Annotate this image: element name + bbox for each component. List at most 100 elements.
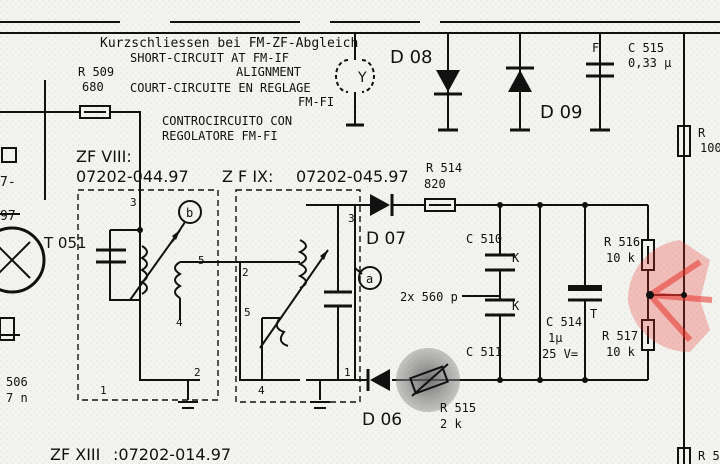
t051-label: T 051	[43, 234, 87, 252]
zf9-tuning-arrow	[259, 249, 329, 349]
c511-ref: C 511	[466, 345, 502, 359]
d09-label: D 09	[540, 102, 583, 123]
junction-dot	[681, 292, 687, 298]
r516-value: 10 k	[606, 251, 636, 265]
zf8-code: 07202-044.97	[76, 167, 189, 186]
transistor-t051-symbol	[0, 226, 46, 294]
zf8-pointer	[171, 221, 186, 243]
marker-b-circle	[178, 200, 202, 224]
r-bottom-ref: R 5	[698, 449, 720, 463]
zf9-ground	[310, 380, 330, 409]
zf13-code: :07202-014.97	[113, 445, 231, 464]
resistor-r517	[641, 319, 655, 351]
zf9-arrow-head	[320, 250, 328, 260]
r514-value: 820	[424, 177, 446, 191]
red-highlight-strokes	[647, 259, 713, 342]
diode-d08	[436, 70, 460, 92]
note-french-2: FM-FI	[298, 95, 334, 109]
marker-a-label: a	[366, 272, 373, 286]
r517-ref: R 517	[602, 329, 638, 343]
note-italian-1: CONTROCIRCUITO CON	[162, 114, 292, 128]
r514-ref: R 514	[426, 161, 462, 175]
note-german: Kurzschliessen bei FM-ZF-Abgleich	[100, 36, 358, 51]
capacitor-c514-plate	[568, 285, 602, 291]
left-fragment-2: 97	[0, 209, 16, 224]
zf8-capacitor	[96, 248, 126, 264]
note-italian-2: REGOLATORE FM-FI	[162, 129, 278, 143]
junction-dot	[582, 377, 588, 383]
resistor-r515	[409, 365, 449, 395]
pin-4-zf9: 4	[258, 384, 265, 397]
f-mark: F	[592, 41, 599, 55]
zf9-left-wires	[239, 261, 300, 381]
pin-1-zf8: 1	[100, 384, 107, 397]
r515-ref: R 515	[440, 401, 476, 415]
r-top-ref: R	[698, 126, 706, 140]
r509-ref: R 509	[78, 65, 114, 79]
zf9-capacitor	[324, 290, 352, 308]
transistor-leads	[0, 241, 31, 279]
zf9-module-outline	[235, 189, 361, 403]
pin-2-zf8: 2	[194, 366, 201, 379]
zf8-module-outline	[77, 189, 219, 401]
pin-3-zf8: 3	[130, 196, 137, 209]
k-mark-b: K	[512, 299, 520, 313]
r-top-value: 100	[700, 141, 720, 155]
zf8-ground	[178, 380, 198, 409]
left-box-fragment	[1, 147, 17, 163]
note-french-1: COURT-CIRCUITE EN REGLAGE	[130, 81, 311, 95]
junction-dot	[582, 202, 588, 208]
pin-5-zf8: 5	[198, 254, 205, 267]
diode-d09	[508, 70, 532, 92]
junction-dot	[497, 202, 503, 208]
c515-value: 0,33 μ	[628, 56, 671, 70]
r515-value: 2 k	[440, 417, 462, 431]
y-mark: Y	[357, 70, 367, 86]
zf9-secondary-wires	[261, 317, 280, 380]
d08-label: D 08	[390, 47, 433, 68]
r516-r517-junction	[646, 291, 654, 299]
pin-1-zf9: 1	[344, 366, 351, 379]
marker-a-circle	[358, 266, 382, 290]
c514-value: 1μ	[548, 331, 562, 345]
zf8-ref: ZF VIII:	[76, 147, 132, 166]
c510-c511-value: 2x 560 p	[400, 290, 458, 304]
c510-ref: C 510	[466, 232, 502, 246]
marker-b-label: b	[186, 206, 193, 220]
zf9-right-wires	[306, 204, 356, 381]
junction-dot	[137, 227, 143, 233]
resistor-r-top	[677, 125, 691, 157]
r509-wires	[45, 111, 141, 198]
junction-dot	[497, 377, 503, 383]
zf8-secondary-coil	[174, 261, 182, 299]
resistor-r-bottom	[677, 447, 691, 464]
left-capacitor-fragment	[0, 317, 15, 341]
d06-label: D 06	[362, 410, 402, 430]
d07-label: D 07	[366, 229, 406, 249]
diode-d06	[370, 369, 390, 391]
k-mark-a: K	[512, 251, 520, 265]
left-fragment-1: 7-	[0, 175, 16, 190]
junction-dot	[537, 377, 543, 383]
resistor-r509	[79, 105, 111, 119]
resistor-r514	[424, 198, 456, 212]
c-left-value: 7 n	[6, 391, 28, 405]
c510-c511-mid-wires	[462, 270, 501, 300]
pin-5-zf9: 5	[244, 306, 251, 319]
zf8-secondary-wires	[179, 261, 240, 320]
c514-wires	[539, 205, 586, 380]
diode-d07	[370, 194, 390, 216]
zf9-primary-coil	[297, 239, 307, 289]
pin-2-zf9: 2	[242, 266, 249, 279]
jumper-link	[335, 59, 375, 93]
note-english-2: ALIGNMENT	[236, 65, 301, 79]
pin-4-zf8: 4	[176, 316, 183, 329]
pin-3-zf9: 3	[348, 212, 355, 225]
junction-dot	[537, 202, 543, 208]
r517-value: 10 k	[606, 345, 636, 359]
c514-ref: C 514	[546, 315, 582, 329]
resistor-r516	[641, 239, 655, 271]
t-mark: T	[590, 307, 597, 321]
zf9-code: 07202-045.97	[296, 167, 409, 186]
zf9-ref: Z F IX:	[222, 167, 273, 186]
